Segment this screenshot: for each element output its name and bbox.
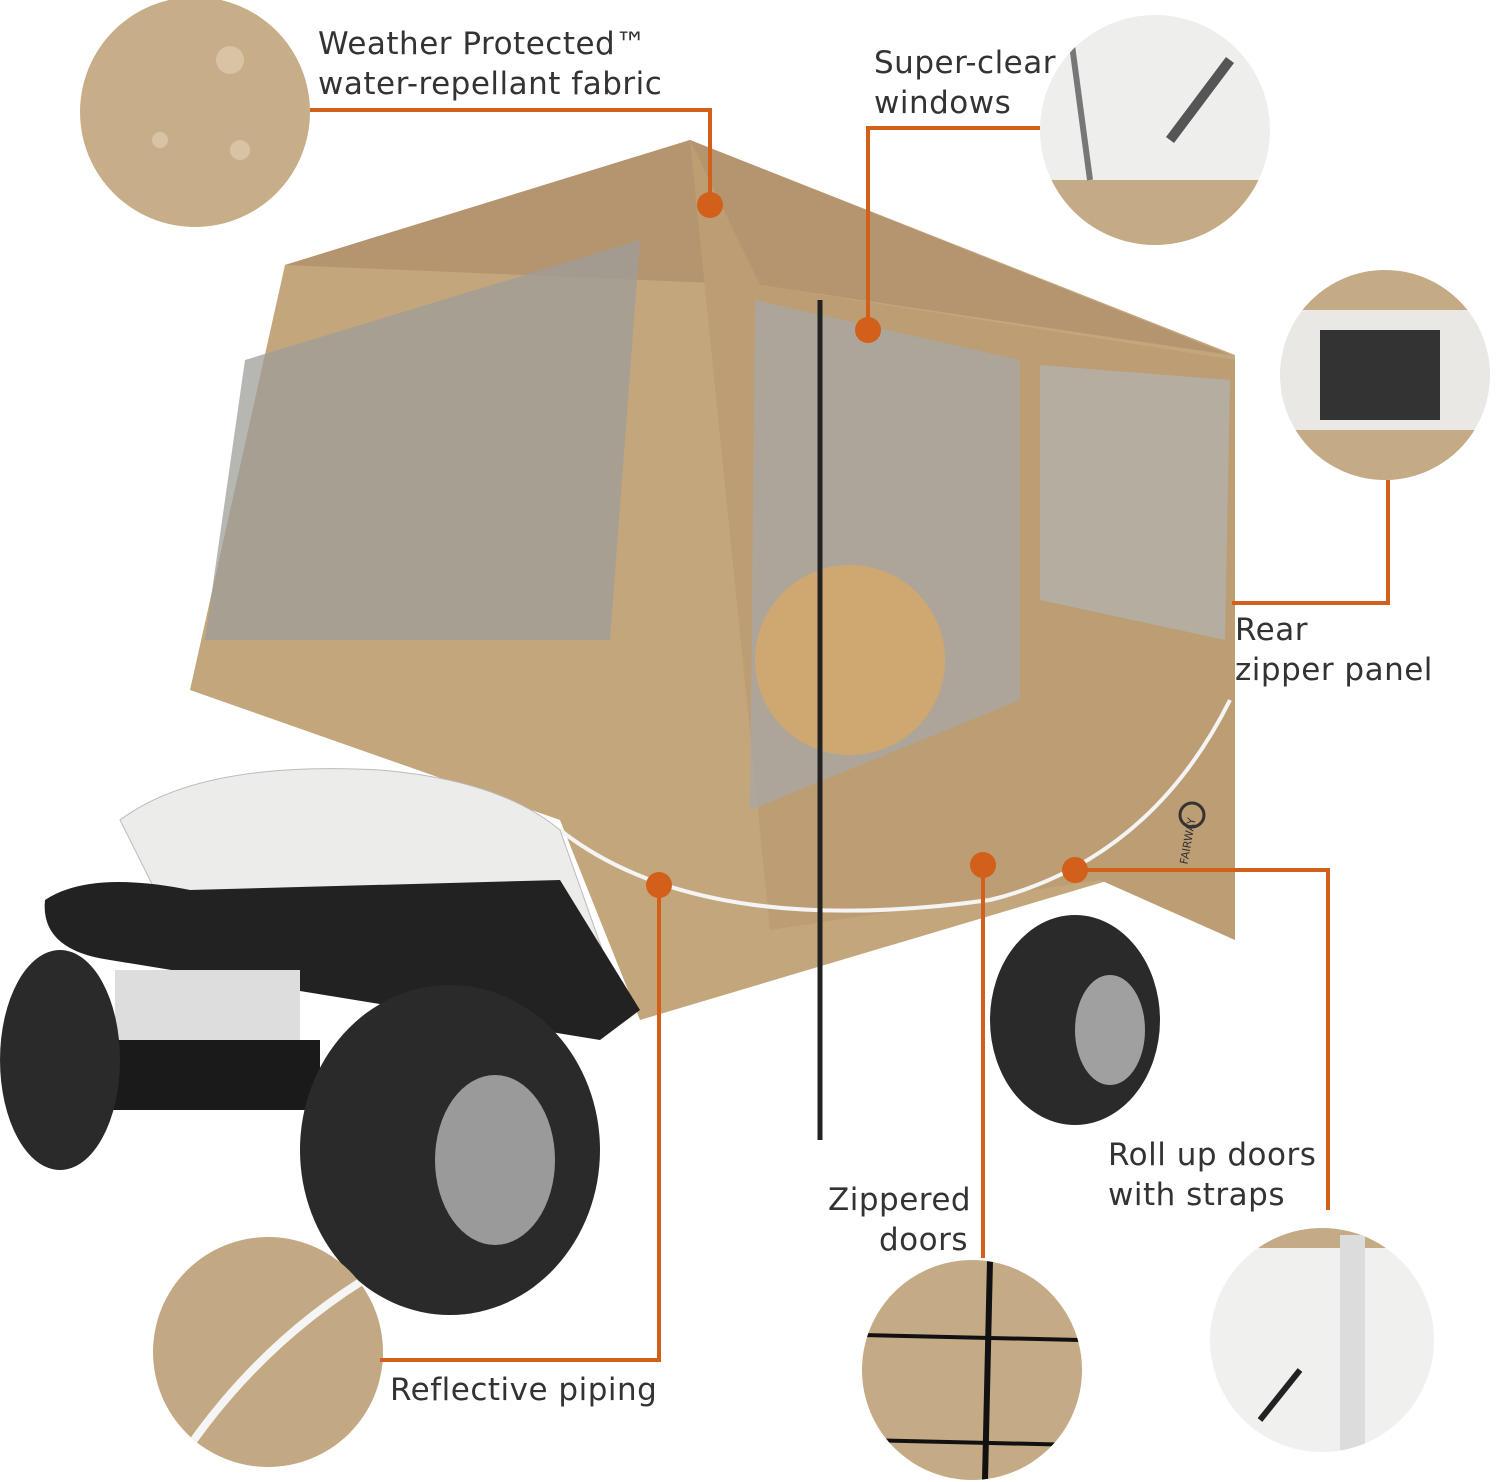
callout-fabric-line2: water-repellant fabric xyxy=(318,66,663,102)
callout-piping-line1: Reflective piping xyxy=(390,1372,658,1408)
callout-rollup-line2: with straps xyxy=(1108,1177,1285,1213)
callout-dots xyxy=(646,192,1088,898)
wheels xyxy=(0,915,1160,1315)
callout-zipper: Zippered doors xyxy=(828,1180,972,1260)
leader-lines xyxy=(310,108,1390,1362)
callout-windows-line2: windows xyxy=(874,85,1012,121)
callout-windows: Super-clear windows xyxy=(874,43,1056,123)
piping-detail-image xyxy=(153,1237,383,1467)
cart-cover: FAIRWAY xyxy=(190,140,1235,1140)
fabric-detail-image xyxy=(80,0,310,227)
callout-rear-line1: Rear xyxy=(1235,612,1308,648)
windows-detail-image xyxy=(1040,15,1270,245)
callout-zipper-line1: Zippered xyxy=(828,1182,972,1218)
callout-rear: Rear zipper panel xyxy=(1235,610,1433,690)
rear-panel-detail-image xyxy=(1280,270,1490,480)
zipper-detail-image xyxy=(862,1260,1082,1480)
callout-fabric-line1: Weather Protected™ xyxy=(318,26,647,62)
callout-windows-line1: Super-clear xyxy=(874,45,1056,81)
callout-rear-line2: zipper panel xyxy=(1235,652,1433,688)
callout-zipper-line2: doors xyxy=(878,1222,968,1258)
callout-rollup: Roll up doors with straps xyxy=(1108,1135,1316,1215)
callout-fabric: Weather Protected™ water-repellant fabri… xyxy=(318,24,662,104)
rollup-door-detail-image xyxy=(1210,1228,1434,1452)
callout-piping: Reflective piping xyxy=(390,1370,657,1410)
callout-rollup-line1: Roll up doors xyxy=(1108,1137,1317,1173)
